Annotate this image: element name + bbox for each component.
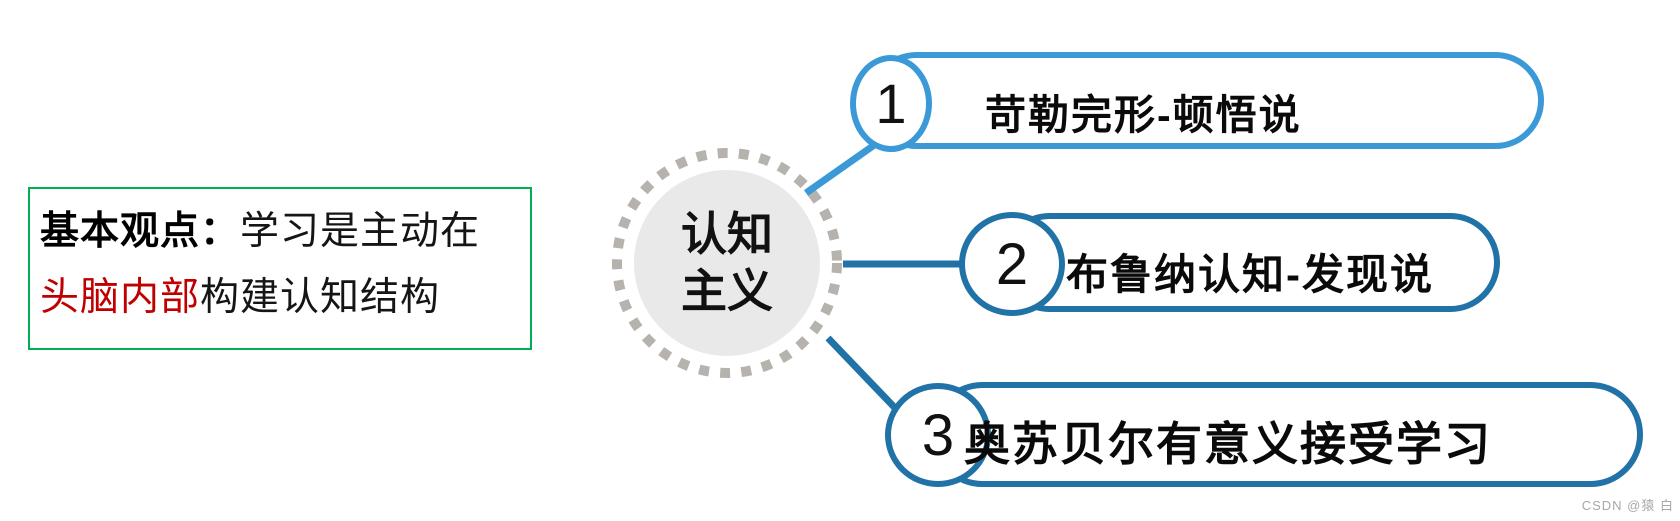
basic-viewpoint-box: 基本观点：学习是主动在 头脑内部构建认知结构: [28, 187, 532, 350]
branch-number-circle-3: 3: [885, 383, 991, 487]
branch-number-circle-1: 1: [850, 55, 932, 152]
dotted-ring: [612, 148, 842, 378]
branch-number-2: 2: [995, 231, 1029, 297]
center-node: 认知 主义: [634, 170, 820, 356]
branch-number-3: 3: [921, 402, 955, 468]
viewpoint-line2-text: 构建认知结构: [200, 276, 441, 319]
connector-line-1: [803, 138, 883, 196]
center-node-line1: 认知: [681, 208, 773, 260]
viewpoint-prefix: 基本观点：: [40, 210, 241, 253]
branch-number-1: 1: [875, 72, 907, 135]
watermark-text: CSDN @猿 白: [1581, 498, 1674, 513]
branch-label-1: 苛勒完形-顿悟说: [985, 92, 1302, 138]
branch-number-circle-2: 2: [959, 212, 1065, 316]
center-node-line2: 主义: [681, 265, 773, 317]
branch-label-2: 布鲁纳认知-发现说: [1066, 251, 1434, 298]
viewpoint-highlight-text: 头脑内部: [40, 276, 201, 319]
branch-label-3: 奥苏贝尔有意义接受学习: [964, 418, 1492, 470]
viewpoint-line1-text: 学习是主动在: [240, 210, 481, 253]
connector-line-3: [825, 335, 899, 412]
